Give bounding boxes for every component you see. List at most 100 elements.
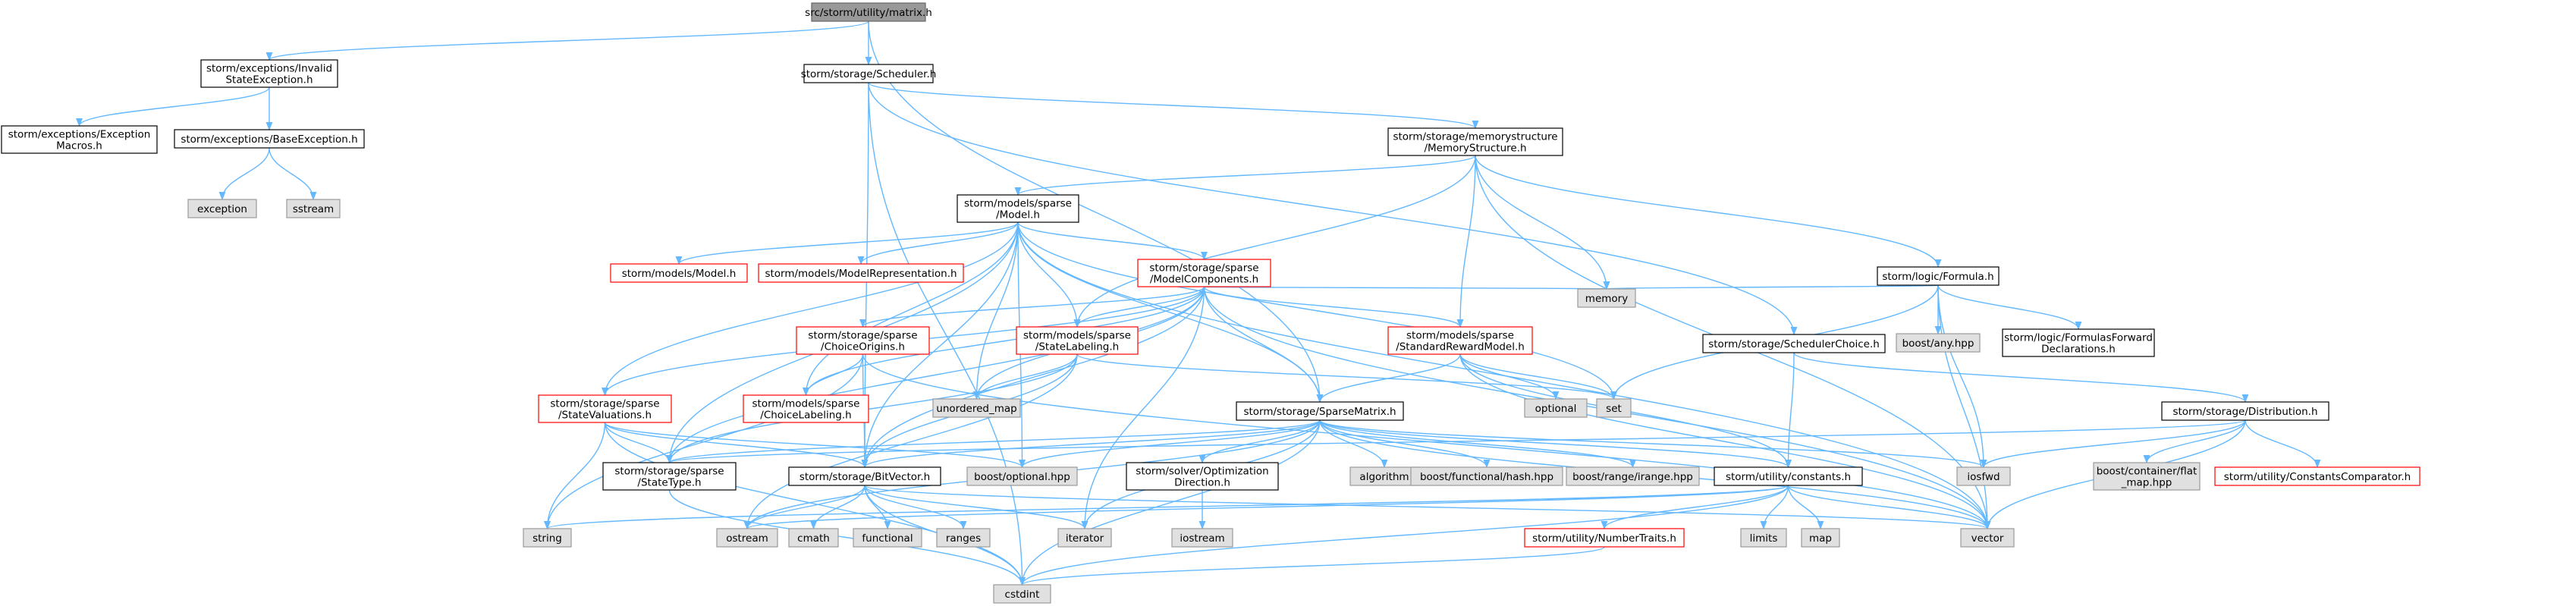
node-box <box>1740 528 1787 548</box>
node-memory-structure[interactable]: storm/storage/memorystructure/MemoryStru… <box>1387 127 1563 156</box>
node-boost-hash: boost/functional/hash.hpp <box>1410 466 1563 486</box>
node-constants[interactable]: storm/utility/constants.h <box>1714 466 1863 486</box>
node-box <box>187 199 257 218</box>
node-model-representation[interactable]: storm/models/ModelRepresentation.h <box>758 263 964 283</box>
node-label: storm/storage/BitVector.h <box>800 471 930 483</box>
dependency-edge <box>861 419 1321 469</box>
node-label: storm/storage/Scheduler.h <box>801 68 937 80</box>
node-label: storm/models/ModelRepresentation.h <box>765 268 957 280</box>
node-ostream: ostream <box>716 528 778 548</box>
node-iterator: iterator <box>1057 528 1112 548</box>
node-label: storm/exceptions/Exception <box>8 129 151 141</box>
node-boost-irange: boost/range/irange.hpp <box>1566 466 1700 486</box>
dependency-edge <box>864 485 1089 530</box>
dependency-edge <box>810 485 865 530</box>
node-box <box>2161 401 2329 421</box>
node-number-traits[interactable]: storm/utility/NumberTraits.h <box>1524 528 1685 548</box>
node-choice-labeling[interactable]: storm/models/sparse/ChoiceLabeling.h <box>743 394 869 423</box>
node-label: limits <box>1750 532 1778 545</box>
node-label: functional <box>862 532 913 545</box>
dependency-edge <box>604 422 1026 469</box>
node-choice-origins[interactable]: storm/storage/sparse/ChoiceOrigins.h <box>796 326 930 355</box>
node-label: storm/exceptions/Invalid <box>206 63 332 75</box>
node-box <box>538 394 672 423</box>
dependency-edge <box>1937 284 1991 530</box>
node-scheduler-choice[interactable]: storm/storage/SchedulerChoice.h <box>1702 334 1886 353</box>
dependency-edge <box>861 221 1019 469</box>
dependency-edge <box>744 485 1789 530</box>
node-label: ostream <box>726 532 768 545</box>
dependency-edge <box>1319 419 1987 469</box>
node-state-labeling[interactable]: storm/models/sparse/StateLabeling.h <box>1016 326 1139 355</box>
dependency-edge <box>544 422 606 530</box>
node-box <box>1566 466 1700 486</box>
node-label: storm/storage/sparse <box>614 466 724 478</box>
node-label: storm/utility/ConstantsComparator.h <box>2224 471 2411 483</box>
dependency-edge <box>857 221 1019 265</box>
node-state-valuations[interactable]: storm/storage/sparse/StateValuations.h <box>538 394 672 423</box>
node-label: storm/storage/sparse <box>808 330 917 342</box>
node-bit-vector[interactable]: storm/storage/BitVector.h <box>788 466 941 486</box>
node-formula[interactable]: storm/logic/Formula.h <box>1877 266 2000 286</box>
node-models-model[interactable]: storm/models/Model.h <box>610 263 748 283</box>
node-box <box>1410 466 1563 486</box>
dependency-edge <box>2245 419 2321 469</box>
node-label: boost/functional/hash.hpp <box>1420 471 1553 483</box>
node-standard-reward[interactable]: storm/models/sparse/StandardRewardModel.… <box>1387 326 1533 355</box>
node-label: /StateType.h <box>637 477 701 489</box>
node-state-type[interactable]: storm/storage/sparse/StateType.h <box>602 462 737 491</box>
node-box <box>200 59 338 88</box>
node-box <box>758 263 964 283</box>
node-unordered-map: unordered_map <box>932 398 1021 418</box>
node-box <box>993 584 1051 604</box>
node-string: string <box>523 528 572 548</box>
node-label: memory <box>1585 293 1628 305</box>
node-label: /MemoryStructure.h <box>1424 143 1526 155</box>
dependency-edge <box>868 82 1479 130</box>
node-label: Declarations.h <box>2041 344 2116 356</box>
node-label: storm/utility/NumberTraits.h <box>1532 532 1676 545</box>
node-root[interactable]: src/storm/utility/matrix.h <box>805 2 932 22</box>
dependency-edge <box>973 221 1019 400</box>
node-label: /Model.h <box>996 209 1040 221</box>
node-label: /ChoiceLabeling.h <box>760 410 851 422</box>
node-cmath: cmath <box>788 528 839 548</box>
node-label: unordered_map <box>936 403 1016 415</box>
dependency-edge <box>1475 155 1942 268</box>
node-label: /ChoiceOrigins.h <box>821 341 905 353</box>
node-box <box>1714 466 1863 486</box>
dependency-edge <box>666 419 1321 464</box>
dependency-edge <box>1459 353 1560 400</box>
node-box <box>853 528 922 548</box>
node-base-exception[interactable]: storm/exceptions/BaseException.h <box>174 129 365 149</box>
node-sparse-matrix[interactable]: storm/storage/SparseMatrix.h <box>1236 401 1404 421</box>
dependency-edge <box>666 286 1205 464</box>
node-model[interactable]: storm/models/sparse/Model.h <box>957 194 1079 223</box>
dependency-edge <box>1319 419 1636 469</box>
node-box <box>174 129 365 149</box>
node-label: string <box>532 532 562 545</box>
node-formulas-forward[interactable]: storm/logic/FormulasForwardDeclarations.… <box>2002 328 2155 357</box>
node-box <box>1016 326 1139 355</box>
node-memory: memory <box>1577 288 1636 308</box>
dependency-edge <box>1198 419 1321 464</box>
dependency-edge <box>803 221 1019 397</box>
node-vector: vector <box>1960 528 2015 548</box>
dependency-edge <box>76 86 270 127</box>
node-model-components[interactable]: storm/storage/sparse/ModelComponents.h <box>1137 259 1271 287</box>
dependency-edge <box>743 353 1078 530</box>
dependency-edge <box>1014 155 1476 196</box>
dependency-edge <box>1475 155 1610 290</box>
node-box <box>796 326 930 355</box>
node-box <box>966 466 1078 486</box>
node-scheduler[interactable]: storm/storage/Scheduler.h <box>801 64 937 83</box>
node-constants-comparator[interactable]: storm/utility/ConstantsComparator.h <box>2214 466 2420 486</box>
dependency-edge <box>1017 221 1617 400</box>
node-distribution[interactable]: storm/storage/Distribution.h <box>2161 401 2329 421</box>
dependency-edge <box>1017 221 1208 261</box>
dependency-edge <box>1073 286 1205 328</box>
